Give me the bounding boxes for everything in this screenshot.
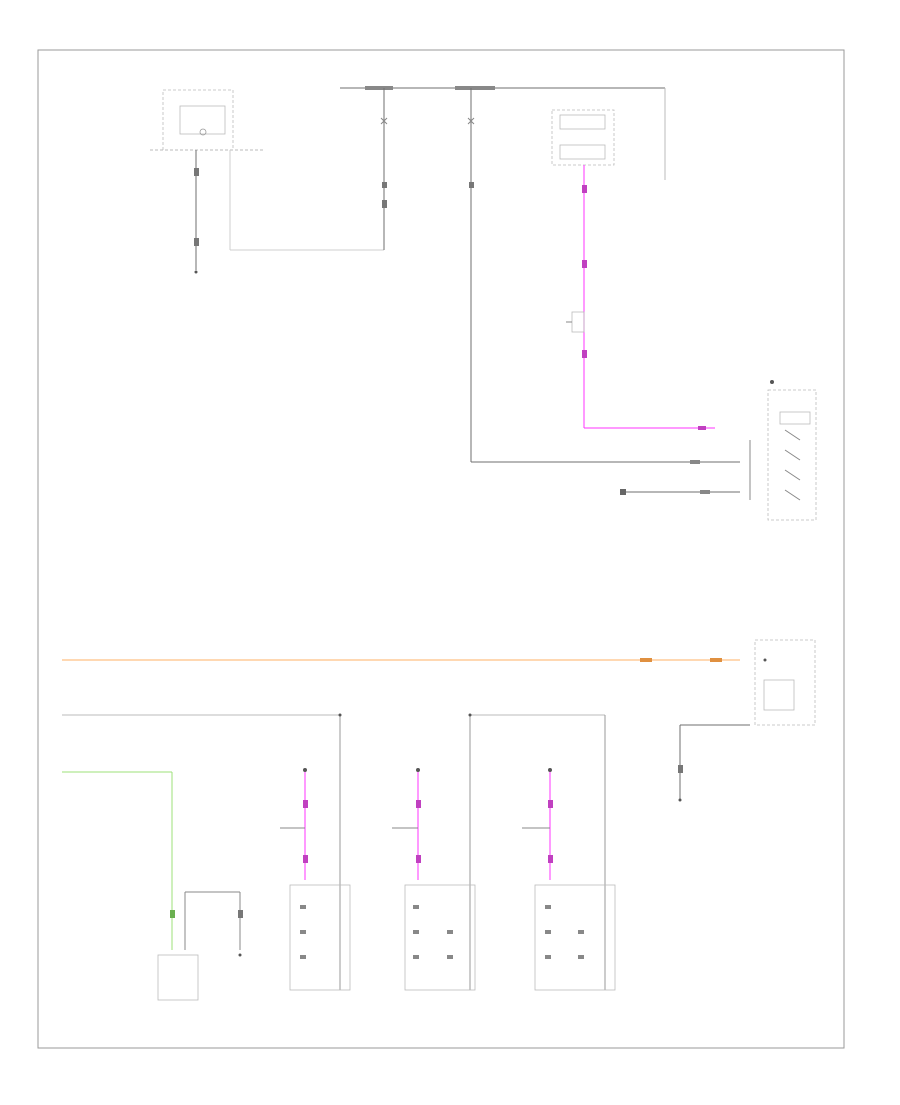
green-wire: [62, 771, 243, 1001]
switch-1: [280, 768, 351, 991]
top-left-switch: [150, 89, 384, 274]
switch-3: [522, 768, 616, 991]
orange-feed: [62, 639, 816, 802]
fuse-bus: [340, 86, 740, 463]
lower-bus: [62, 713, 606, 990]
switch-2: [392, 768, 476, 991]
diagram-frame: [37, 49, 845, 1049]
relay-block: [620, 380, 817, 521]
module-pink-circuit: [551, 109, 715, 430]
